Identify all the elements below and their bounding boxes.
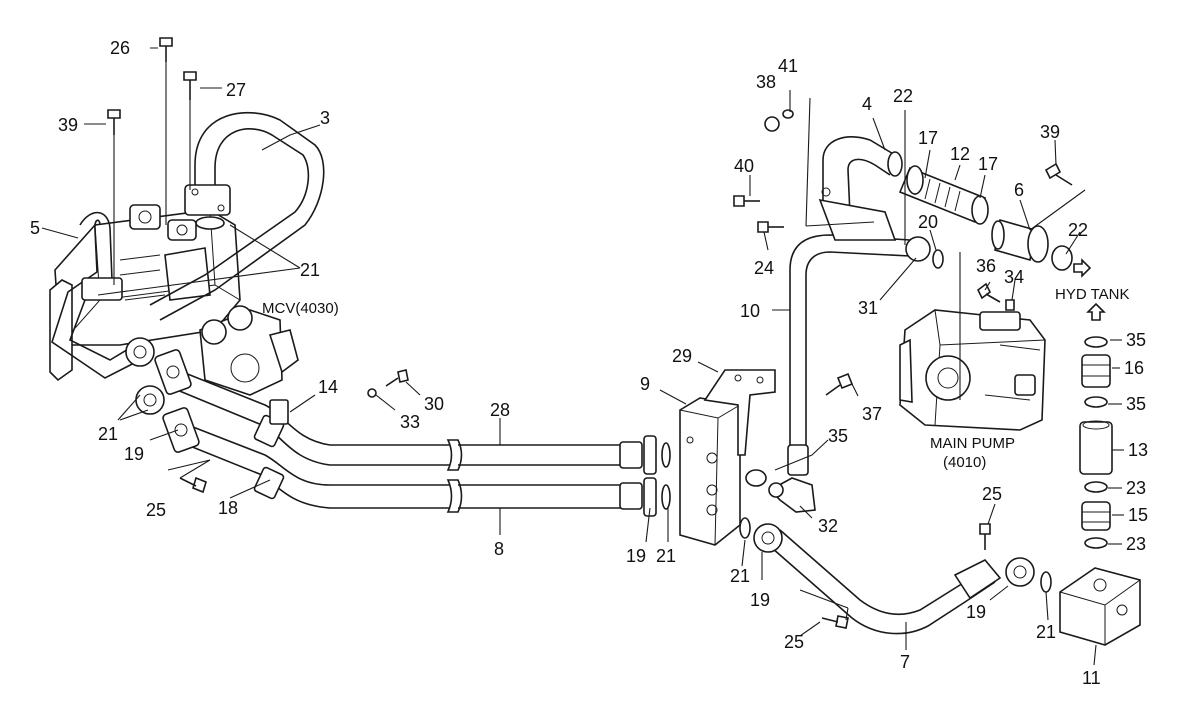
callout-26: 26 [110,38,130,58]
callout-35: 35 [1126,330,1146,350]
callout-34: 34 [1004,267,1024,287]
callout-25: 25 [982,484,1002,504]
callout-19: 19 [750,590,770,610]
callout-39: 39 [1040,122,1060,142]
hose-12 [898,165,989,225]
callout-22: 22 [1068,220,1088,240]
flow-arrows [1073,258,1106,321]
callout-35: 35 [828,426,848,446]
callout-29: 29 [672,346,692,366]
callout-21: 21 [730,566,750,586]
callout-23: 23 [1126,534,1146,554]
callout-39: 39 [58,115,78,135]
hose-break-marks [446,439,463,513]
pipe-5 [51,211,165,415]
callout-27: 27 [226,80,246,100]
callout-14: 14 [318,377,338,397]
callout-32: 32 [818,516,838,536]
callout-13: 13 [1128,440,1148,460]
callout-17: 17 [918,128,938,148]
callout-31: 31 [858,298,878,318]
pipe-7 [739,517,1052,635]
callout-25: 25 [784,632,804,652]
main-pump [899,309,1046,431]
callout-15: 15 [1128,505,1148,525]
elbow-32 [768,477,816,513]
callout-11: 11 [1082,668,1101,688]
callout-10: 10 [740,301,760,321]
callout-23: 23 [1126,478,1146,498]
callout-21: 21 [98,424,118,444]
callout-4: 4 [862,94,872,114]
callout-24: 24 [754,258,774,278]
pipe-3 [149,111,325,321]
callout-19: 19 [626,546,646,566]
mcv-valve [49,204,299,396]
callout-21: 21 [1036,622,1056,642]
callout-25: 25 [146,500,166,520]
callout-17: 17 [978,154,998,174]
label-main-pump: MAIN PUMP [930,435,1015,452]
callout-9: 9 [640,374,650,394]
callout-16: 16 [1124,358,1144,378]
label-mcv: MCV(4030) [262,300,339,317]
fitting-stack [1059,336,1141,646]
bracket-29 [703,369,776,456]
callout-33: 33 [400,412,420,432]
pipe-4 [818,136,903,241]
callout-30: 30 [424,394,444,414]
callout-21: 21 [300,260,320,280]
leader-lines [41,47,1124,666]
callout-21: 21 [656,546,676,566]
callout-6: 6 [1014,180,1024,200]
callout-37: 37 [862,404,882,424]
callout-20: 20 [918,212,938,232]
callout-19: 19 [124,444,144,464]
callout-19: 19 [966,602,986,622]
text-labels: MCV(4030) MAIN PUMP (4010) HYD TANK [262,286,1129,471]
callout-12: 12 [950,144,970,164]
label-hyd-tank: HYD TANK [1055,286,1129,303]
callout-8: 8 [494,539,504,559]
callout-5: 5 [30,218,40,238]
callout-38: 38 [756,72,776,92]
callout-36: 36 [976,256,996,276]
pipe-10 [787,234,944,476]
label-main-pump-code: (4010) [943,454,986,471]
callout-3: 3 [320,108,330,128]
callout-41: 41 [778,56,798,76]
callout-40: 40 [734,156,754,176]
callout-35: 35 [1126,394,1146,414]
callout-numbers: 26 27 39 3 5 21 21 19 14 30 33 28 25 18 … [30,38,1148,688]
hoses-left [154,349,450,509]
callout-22: 22 [893,86,913,106]
hoses-right [458,435,671,517]
callout-28: 28 [490,400,510,420]
callout-7: 7 [900,652,910,672]
callout-18: 18 [218,498,238,518]
pipe-6 [991,218,1073,271]
manifold-block-9 [679,397,741,546]
